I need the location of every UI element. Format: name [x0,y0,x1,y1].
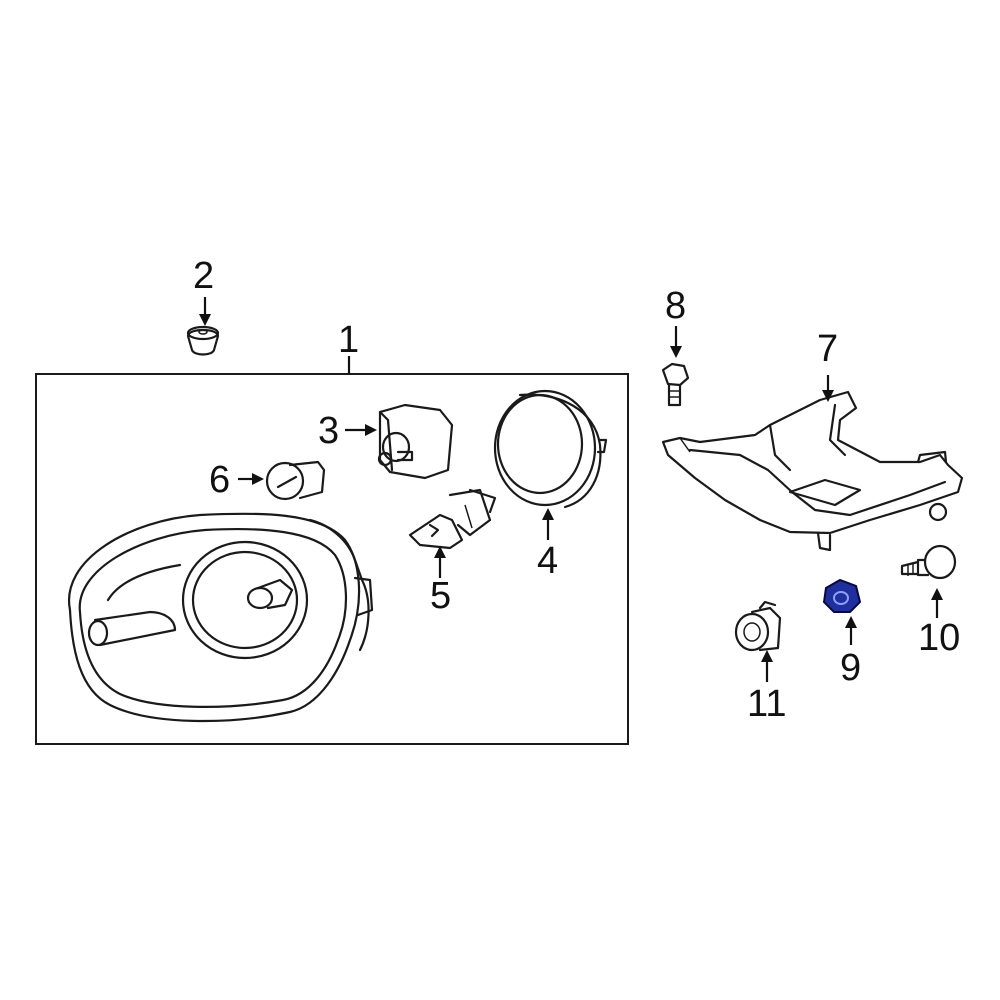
callout-5-arrowhead [434,546,446,558]
clip-part-2 [186,325,220,356]
callout-10: 10 [918,617,960,659]
callout-3-arrowhead [365,424,377,436]
callout-11: 11 [747,683,786,725]
mounting-bracket-part-7 [661,390,964,552]
callout-8-arrowhead [670,346,682,358]
callout-4: 4 [537,540,558,582]
headlamp-assembly-box [35,373,629,745]
callout-5: 5 [430,575,451,617]
callout-6-arrowhead [252,473,264,485]
wedge-bulb-part-6 [265,460,326,501]
headlamp-housing [67,512,374,723]
callout-9: 9 [840,647,861,689]
nut-part-9 [822,578,862,613]
callout-2-arrowhead [199,314,211,326]
screw-part-10 [900,544,957,580]
bulb-socket-part-3 [377,403,454,480]
callout-7-arrowhead [822,390,834,402]
callout-6: 6 [209,459,230,501]
callout-10-arrowhead [931,588,943,600]
halogen-bulb-part-5 [408,488,497,550]
adjuster-part-11 [734,600,782,652]
bolt-part-8 [661,362,690,407]
callout-7: 7 [817,328,838,370]
callout-9-arrowhead [845,616,857,628]
callout-8: 8 [665,285,686,327]
callout-2: 2 [193,255,214,297]
callout-1: 1 [338,319,359,361]
callout-3: 3 [318,410,339,452]
callout-4-arrowhead [542,508,554,520]
callout-11-arrowhead [761,650,773,662]
retaining-ring-part-4 [493,389,608,509]
